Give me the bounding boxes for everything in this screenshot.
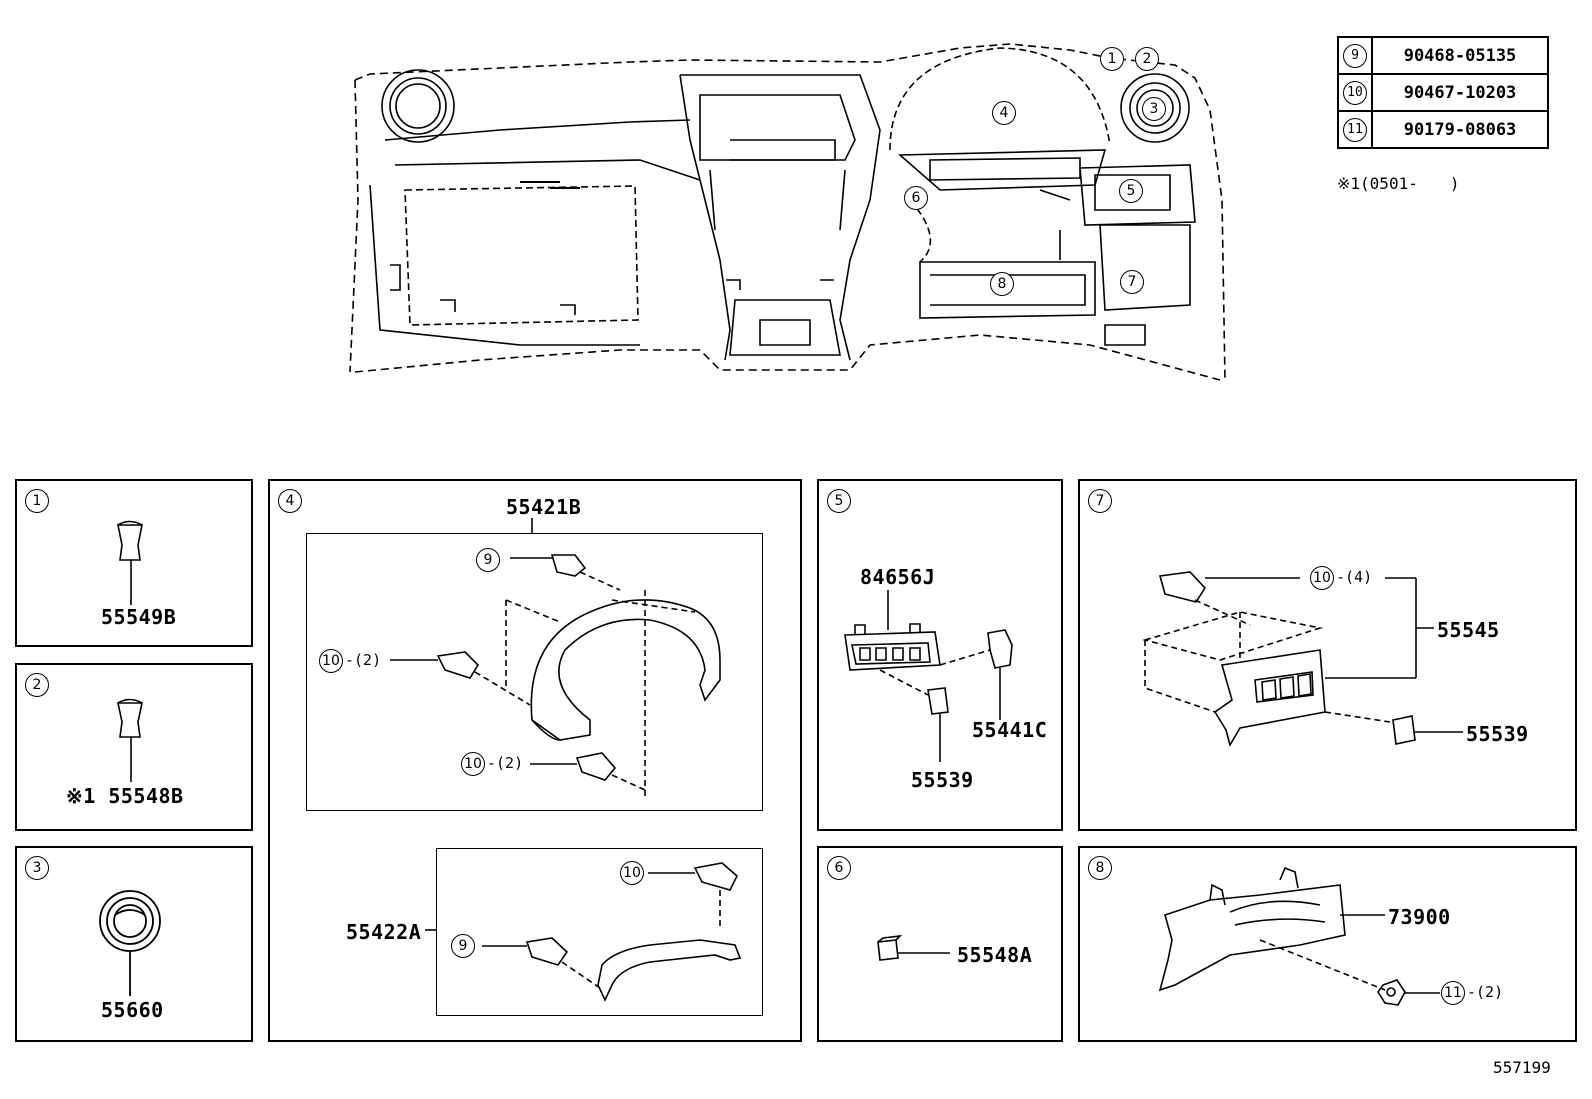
- panel-7-callout: 7: [1088, 489, 1112, 513]
- fastener-reference-table: 9 90468-05135 10 90467-10203 11 90179-08…: [1337, 36, 1549, 149]
- panel-8: [1078, 846, 1577, 1042]
- panel-5-callout: 5: [827, 489, 851, 513]
- overview-callout-6[interactable]: 6: [904, 186, 928, 210]
- part-73900[interactable]: 73900: [1388, 905, 1451, 929]
- part-55421B[interactable]: 55421B: [506, 495, 582, 519]
- panel-7: [1078, 479, 1577, 831]
- panel-2: [15, 663, 253, 831]
- panel-8-callout: 8: [1088, 856, 1112, 880]
- panel-1: [15, 479, 253, 647]
- overview-callout-3[interactable]: 3: [1142, 97, 1166, 121]
- part-55539-p7[interactable]: 55539: [1466, 722, 1529, 746]
- panel-2-callout: 2: [25, 673, 49, 697]
- p4-callout-10b[interactable]: 10: [461, 752, 485, 776]
- p4-callout-10a[interactable]: 10: [319, 649, 343, 673]
- p4-callout-9b[interactable]: 9: [451, 934, 475, 958]
- p8-qty-11: -(2): [1467, 983, 1504, 1001]
- overview-callout-7[interactable]: 7: [1120, 270, 1144, 294]
- subassembly-55421B: [306, 533, 763, 811]
- panel-3: [15, 846, 253, 1042]
- ref-part-number[interactable]: 90467-10203: [1371, 73, 1549, 112]
- panel-4-callout: 4: [278, 489, 302, 513]
- part-55548B[interactable]: ※1 55548B: [66, 784, 184, 808]
- part-55548A[interactable]: 55548A: [957, 943, 1033, 967]
- part-55441C[interactable]: 55441C: [972, 718, 1048, 742]
- panel-3-callout: 3: [25, 856, 49, 880]
- p4-qty-10b: -(2): [487, 754, 524, 772]
- panel-6-callout: 6: [827, 856, 851, 880]
- ref-row: 11 90179-08063: [1337, 110, 1549, 149]
- overview-callout-1[interactable]: 1: [1100, 47, 1124, 71]
- overview-callout-4[interactable]: 4: [992, 101, 1016, 125]
- ref-part-number[interactable]: 90468-05135: [1371, 36, 1549, 75]
- ref-part-number[interactable]: 90179-08063: [1371, 110, 1549, 149]
- ref-row: 10 90467-10203: [1337, 73, 1549, 112]
- ref-callout: 10: [1343, 80, 1367, 105]
- part-84656J[interactable]: 84656J: [860, 565, 936, 589]
- ref-callout: 9: [1343, 43, 1367, 68]
- overview-callout-2[interactable]: 2: [1135, 47, 1159, 71]
- part-55422A[interactable]: 55422A: [346, 920, 422, 944]
- p4-qty-10a: -(2): [345, 651, 382, 669]
- diagram-id: 557199: [1493, 1058, 1551, 1077]
- ref-row: 9 90468-05135: [1337, 36, 1549, 75]
- panel-5: [817, 479, 1063, 831]
- overview-callout-8[interactable]: 8: [990, 272, 1014, 296]
- overview-callout-5[interactable]: 5: [1119, 179, 1143, 203]
- panel-6: [817, 846, 1063, 1042]
- part-55549B[interactable]: 55549B: [101, 605, 177, 629]
- subassembly-55422A: [436, 848, 763, 1016]
- footnote: ※1(0501- ): [1337, 174, 1460, 193]
- part-55539-p5[interactable]: 55539: [911, 768, 974, 792]
- p8-callout-11[interactable]: 11: [1441, 981, 1465, 1005]
- p7-qty-10: -(4): [1336, 568, 1373, 586]
- panel-4: [268, 479, 802, 1042]
- panel-1-callout: 1: [25, 489, 49, 513]
- p7-callout-10[interactable]: 10: [1310, 566, 1334, 590]
- p4-callout-9a[interactable]: 9: [476, 548, 500, 572]
- ref-callout: 11: [1343, 117, 1367, 142]
- p4-callout-10c[interactable]: 10: [620, 861, 644, 885]
- part-55660[interactable]: 55660: [101, 998, 164, 1022]
- part-55545[interactable]: 55545: [1437, 618, 1500, 642]
